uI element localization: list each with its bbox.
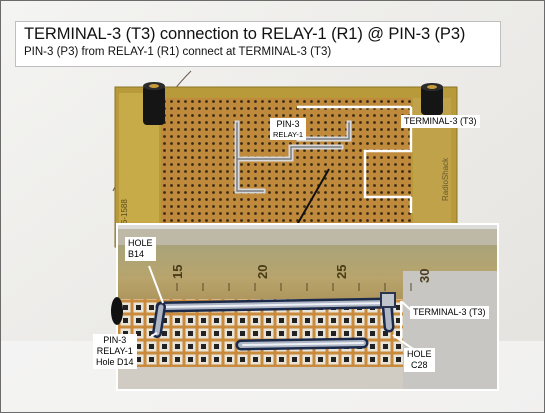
annotation-path bbox=[297, 105, 413, 213]
callout-hole-c28: HOLE C28 bbox=[404, 348, 435, 372]
callout-terminal3-top: TERMINAL-3 (T3) bbox=[401, 115, 480, 128]
callout-terminal3-inset: TERMINAL-3 (T3) bbox=[410, 306, 489, 319]
ruler-number-25: 25 bbox=[334, 265, 349, 279]
callout-pin3-hole-d14: PIN-3 RELAY-1 Hole D14 bbox=[93, 334, 137, 369]
standoff-left bbox=[143, 82, 165, 125]
inset-standoff bbox=[111, 297, 123, 325]
ruler-number-15: 15 bbox=[170, 265, 185, 279]
caption-box: TERMINAL-3 (T3) connection to RELAY-1 (R… bbox=[15, 21, 501, 67]
board-part-number: 276-1588 bbox=[120, 199, 129, 233]
caption-title: TERMINAL-3 (T3) connection to RELAY-1 (R… bbox=[24, 25, 466, 43]
ruler-number-30: 30 bbox=[417, 269, 432, 283]
caption-subtitle: PIN-3 (P3) from RELAY-1 (R1) connect at … bbox=[24, 46, 332, 58]
callout-pin3-relay1: PIN-3 RELAY-1 bbox=[270, 118, 307, 140]
solder-traces bbox=[234, 120, 352, 194]
standoff-right bbox=[421, 83, 443, 115]
inset-solder-traces bbox=[152, 292, 396, 351]
board-brand: RadioShack bbox=[441, 157, 450, 201]
callout-hole-b14: HOLE B14 bbox=[125, 237, 156, 261]
ruler-number-20: 20 bbox=[255, 265, 270, 279]
